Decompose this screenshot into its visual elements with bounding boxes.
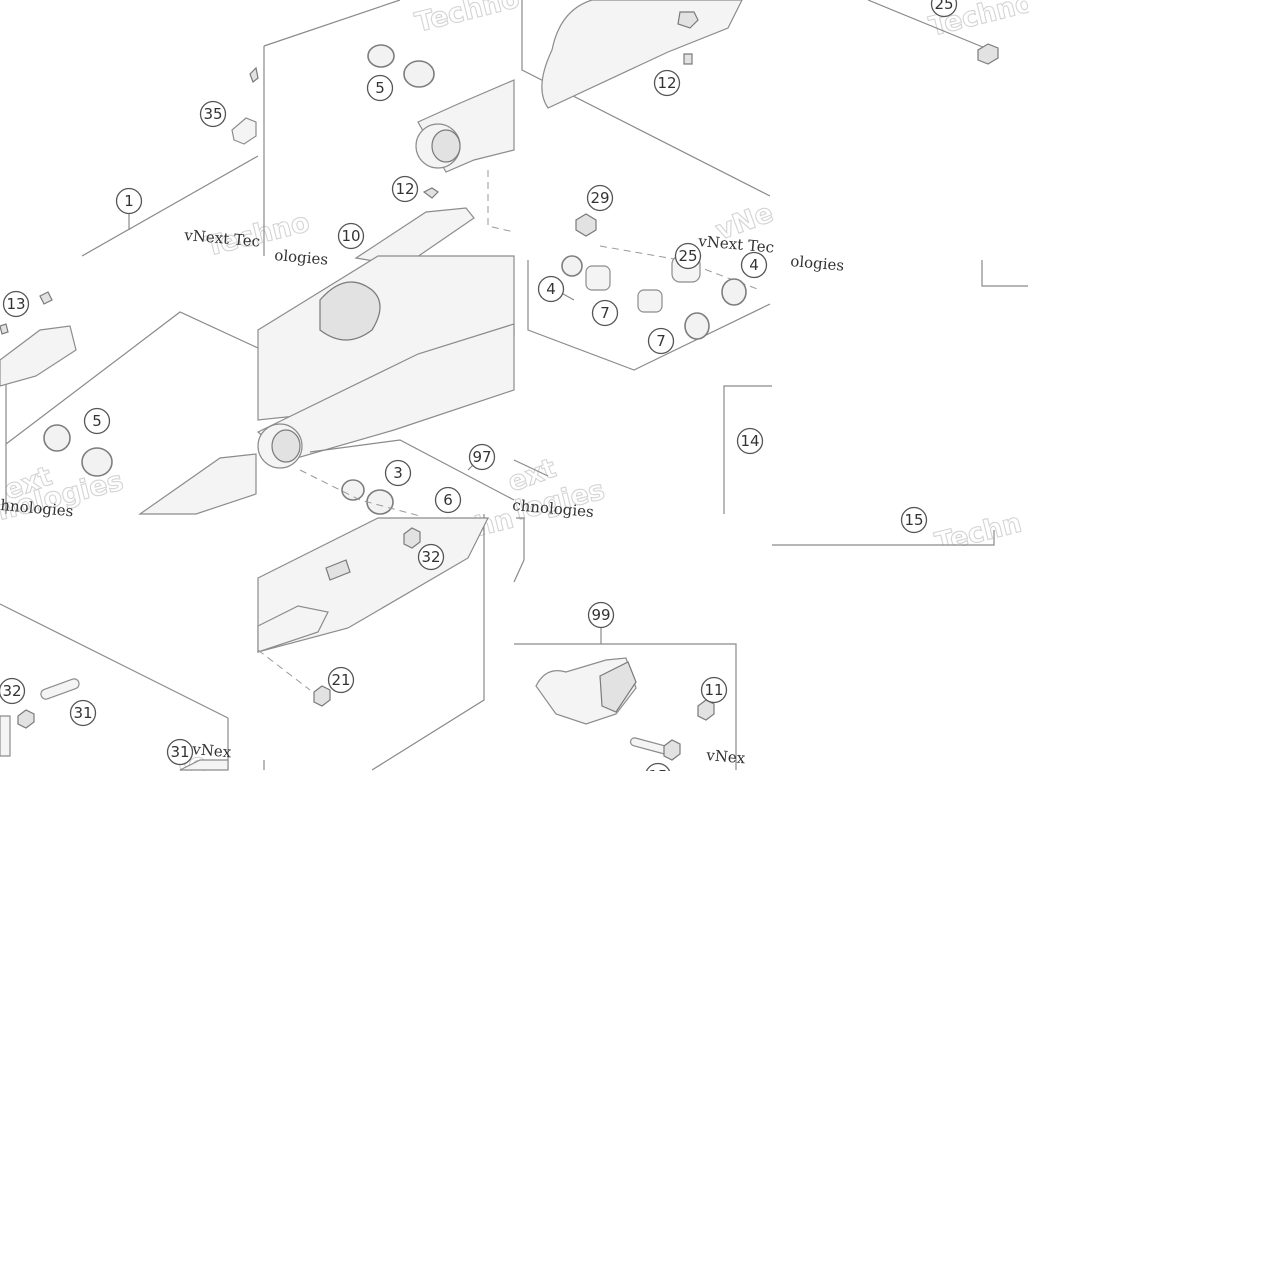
watermark-serif-4: vNex — [705, 746, 747, 767]
svg-text:7: 7 — [600, 304, 610, 322]
callout-4: 4 — [537, 275, 565, 303]
callout-32: 32 — [417, 543, 445, 571]
svg-text:7: 7 — [656, 332, 666, 350]
watermark-outline-1: Techno — [412, 0, 523, 39]
callout-31: 31 — [69, 699, 97, 727]
tile-chain-guide — [521, 0, 771, 197]
callout-99: 99 — [587, 601, 615, 629]
svg-text:3: 3 — [393, 464, 403, 482]
callout-7: 7 — [647, 327, 675, 355]
callout-15: 15 — [900, 506, 928, 534]
svg-text:11: 11 — [704, 681, 723, 699]
blank-area-right-lower — [772, 546, 1285, 771]
svg-text:25: 25 — [934, 0, 953, 13]
callout-32: 32 — [0, 677, 26, 705]
svg-text:10: 10 — [341, 227, 360, 245]
tile-swingarm-left — [81, 66, 259, 257]
svg-text:25: 25 — [678, 247, 697, 265]
svg-text:29: 29 — [590, 189, 609, 207]
callout-12: 12 — [653, 69, 681, 97]
callout-7: 7 — [591, 299, 619, 327]
callout-13: 13 — [2, 290, 30, 318]
tile-lower-left — [0, 291, 259, 515]
watermark-serif-3: vNex — [191, 740, 233, 761]
watermark-logies-4: ologies — [790, 252, 845, 275]
svg-text:12: 12 — [395, 180, 414, 198]
svg-text:12: 12 — [657, 74, 676, 92]
watermark-logies-1: ologies — [274, 246, 329, 269]
svg-text:4: 4 — [546, 280, 556, 298]
callout-97: 97 — [468, 443, 496, 471]
tile-swingarm-pivot — [263, 0, 515, 267]
svg-text:99: 99 — [591, 606, 610, 624]
callout-1: 1 — [115, 187, 143, 215]
tile-axle — [867, 0, 999, 65]
tile-right-frame — [723, 260, 1028, 546]
tile-bottom-left — [0, 603, 229, 771]
svg-text:5: 5 — [375, 79, 385, 97]
svg-text:4: 4 — [749, 256, 759, 274]
svg-text:32: 32 — [2, 682, 21, 700]
tile-bottom-center — [257, 514, 489, 771]
callout-5: 5 — [366, 74, 394, 102]
svg-text:97: 97 — [472, 448, 491, 466]
svg-text:13: 13 — [6, 295, 25, 313]
tile-bearings — [513, 213, 771, 477]
callout-3: 3 — [384, 459, 412, 487]
callout-10: 10 — [337, 222, 365, 250]
svg-text:15: 15 — [904, 511, 923, 529]
svg-text:14: 14 — [740, 432, 759, 450]
callout-14: 14 — [736, 427, 764, 455]
callout-21: 21 — [327, 666, 355, 694]
svg-text:6: 6 — [443, 491, 453, 509]
callout-5: 5 — [83, 407, 111, 435]
callout-11: 11 — [700, 676, 728, 704]
svg-text:35: 35 — [203, 105, 222, 123]
blank-area — [0, 771, 1285, 1285]
callout-25: 25 — [674, 242, 702, 270]
svg-text:1: 1 — [124, 192, 134, 210]
tile-swingarm-body — [256, 255, 515, 517]
tile-chain-slider — [513, 517, 737, 770]
callout-6: 6 — [434, 486, 462, 514]
callout-12: 12 — [391, 175, 419, 203]
callout-29: 29 — [586, 184, 614, 212]
callout-layer: 35 1 5 12 10 12 25 29 25 4 4 7 7 13 5 3 … — [0, 0, 958, 790]
callout-35: 35 — [199, 100, 227, 128]
callout-31: 31 — [166, 738, 194, 766]
svg-text:5: 5 — [92, 412, 102, 430]
watermark-serif-2: vNext Tec — [697, 232, 775, 257]
callout-4: 4 — [740, 251, 768, 279]
callout-25: 25 — [930, 0, 958, 18]
svg-text:21: 21 — [331, 671, 350, 689]
svg-text:32: 32 — [421, 548, 440, 566]
svg-text:31: 31 — [170, 743, 189, 761]
svg-text:31: 31 — [73, 704, 92, 722]
